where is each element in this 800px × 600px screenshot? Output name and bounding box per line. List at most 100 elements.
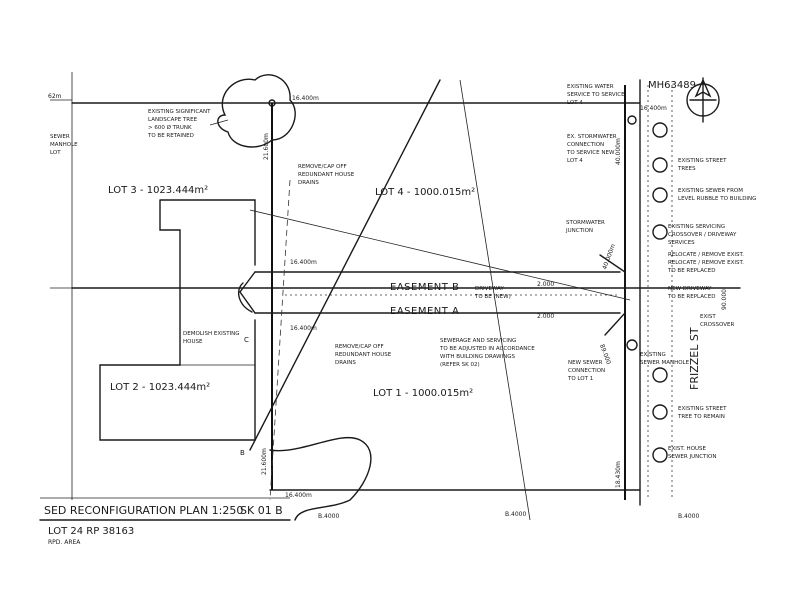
manhole-icon xyxy=(626,339,638,351)
svg-text:SEWERAGE AND SERVICING: SEWERAGE AND SERVICING xyxy=(440,338,516,344)
remove-drains-note-top: REMOVE/CAP OFF REDUNDANT HOUSE DRAINS xyxy=(298,164,355,186)
svg-text:EXISTING SERVICING: EXISTING SERVICING xyxy=(668,224,725,230)
street-tree-icon xyxy=(652,367,668,383)
dim-right-bottom: 18.430m xyxy=(615,461,622,488)
driveway-note: DRIVEWAY TO BE (NEW) xyxy=(474,286,511,300)
svg-text:NEW SEWER: NEW SEWER xyxy=(568,360,603,366)
diagonal-division-3 xyxy=(249,209,631,301)
dim-bottom-vert: 21.600m xyxy=(261,448,268,475)
svg-text:REDUNDANT HOUSE: REDUNDANT HOUSE xyxy=(335,352,392,358)
ref-mark: B.4000 xyxy=(318,513,339,520)
street-tree-icon xyxy=(652,187,668,203)
tree-note: EXISTING SIGNIFICANT LANDSCAPE TREE > 60… xyxy=(147,109,211,139)
svg-text:EXISTING WATER: EXISTING WATER xyxy=(567,84,614,90)
lot-reference-sub: RPD. AREA xyxy=(48,539,81,546)
demolish-note: DEMOLISH EXISTING HOUSE xyxy=(183,331,240,345)
svg-text:EXIST: EXIST xyxy=(700,314,716,320)
diagonal-division-1 xyxy=(249,79,441,451)
dim-bottom: 16.400m xyxy=(285,492,312,499)
svg-text:TO BE (NEW): TO BE (NEW) xyxy=(474,294,511,300)
svg-text:LOT 4: LOT 4 xyxy=(567,158,583,164)
svg-text:EX. STORMWATER: EX. STORMWATER xyxy=(567,134,617,140)
svg-text:> 600 Ø TRUNK: > 600 Ø TRUNK xyxy=(148,124,192,131)
street-tree-icon xyxy=(652,224,668,240)
svg-text:REDUNDANT HOUSE: REDUNDANT HOUSE xyxy=(298,172,355,178)
svg-text:TO BE REPLACED: TO BE REPLACED xyxy=(667,268,715,274)
dim-left-vert: 21.600m xyxy=(263,133,270,160)
stormwater-note: EX. STORMWATER CONNECTION TO SERVICE NEW… xyxy=(566,134,617,164)
street-tree-icon xyxy=(652,122,668,138)
svg-text:TO LOT 1: TO LOT 1 xyxy=(567,376,593,382)
svg-text:TREES: TREES xyxy=(677,166,696,172)
svg-text:TO BE RETAINED: TO BE RETAINED xyxy=(147,133,194,139)
street-tree-note-2: EXISTING STREET TREE TO REMAIN xyxy=(677,406,727,420)
svg-text:RELOCATE / REMOVE EXIST.: RELOCATE / REMOVE EXIST. xyxy=(668,260,744,266)
svg-text:STORMWATER: STORMWATER xyxy=(566,220,605,226)
crossover-note: EXIST CROSSOVER xyxy=(700,314,734,328)
svg-text:DRIVEWAY: DRIVEWAY xyxy=(475,286,504,292)
svg-text:EXISTING STREET: EXISTING STREET xyxy=(678,158,727,164)
svg-text:SEWER JUNCTION: SEWER JUNCTION xyxy=(668,454,716,460)
svg-text:EXISTING SEWER FROM: EXISTING SEWER FROM xyxy=(678,188,743,194)
easement-b-label: EASEMENT B xyxy=(390,282,459,293)
svg-text:SEWER: SEWER xyxy=(50,134,70,140)
driveway-arc xyxy=(237,282,253,313)
dim-top-right: 16.400m xyxy=(640,105,667,112)
ref-mark: B.4000 xyxy=(505,511,526,518)
sewer-connection-note: NEW SEWER CONNECTION TO LOT 1 xyxy=(567,360,605,382)
lot-2-label: LOT 2 - 1023.444m² xyxy=(110,382,210,393)
street-tree-icon xyxy=(652,157,668,173)
svg-text:EXISTING: EXISTING xyxy=(640,352,666,358)
water-service-note: EXISTING WATER SERVICE TO SERVICE LOT 4 xyxy=(567,84,625,106)
svg-text:(REFER SK 02): (REFER SK 02) xyxy=(440,362,480,368)
svg-text:WITH BUILDING DRAWINGS: WITH BUILDING DRAWINGS xyxy=(440,354,516,360)
lot-reference: LOT 24 RP 38163 xyxy=(48,526,134,537)
left-edge-note: SEWER MANHOLE LOT xyxy=(50,134,78,156)
svg-text:DRAINS: DRAINS xyxy=(298,180,319,186)
sewer-manhole-note: EXISTING SEWER MANHOLE xyxy=(640,352,690,366)
new-driveway-note: NEW DRIVEWAY TO BE REPLACED xyxy=(667,286,715,300)
dim-right-vert-1: 40.000m xyxy=(615,138,622,165)
tree-canopy xyxy=(217,74,296,148)
lot-1-label: LOT 1 - 1000.015m² xyxy=(373,388,473,399)
svg-text:REMOVE/CAP OFF: REMOVE/CAP OFF xyxy=(335,344,384,350)
lot-3-label: LOT 3 - 1023.444m² xyxy=(108,185,208,196)
existing-sewer-note: EXISTING SEWER FROM LEVEL RUBBLE TO BUIL… xyxy=(678,188,756,202)
ref-mark: B.4000 xyxy=(678,513,699,520)
tree-trunk-icon xyxy=(268,99,276,107)
remove-drains-note-bottom: REMOVE/CAP OFF REDUNDANT HOUSE DRAINS xyxy=(335,344,392,366)
street-tree-icon xyxy=(652,447,668,463)
easement-width-bottom: 2.000 xyxy=(537,313,554,320)
svg-text:EXISTING SIGNIFICANT: EXISTING SIGNIFICANT xyxy=(148,109,211,115)
relocate-note: RELOCATE / REMOVE EXIST. RELOCATE / REMO… xyxy=(667,252,744,274)
dim-mid-top: 16.400m xyxy=(290,259,317,266)
b-label: B xyxy=(240,449,245,457)
svg-text:TO BE ADJUSTED IN ACCORDANCE: TO BE ADJUSTED IN ACCORDANCE xyxy=(439,346,535,352)
vegetation-edge xyxy=(269,436,372,521)
sewer-line-left xyxy=(269,179,291,501)
svg-text:SEWER MANHOLE: SEWER MANHOLE xyxy=(640,360,690,366)
existing-house-outline xyxy=(99,199,256,441)
mh-reference: MH63489 xyxy=(648,80,696,91)
diagonal-division-2 xyxy=(459,79,531,521)
svg-text:LOT: LOT xyxy=(50,150,61,156)
svg-text:DRAINS: DRAINS xyxy=(335,360,356,366)
dim-mid-bottom: 16.400m xyxy=(290,325,317,332)
svg-text:LOT 4: LOT 4 xyxy=(567,100,583,106)
street-tree-note-1: EXISTING STREET TREES xyxy=(677,158,727,172)
plan-title: SED RECONFIGURATION PLAN 1:250 xyxy=(44,504,243,517)
sewerage-note: SEWERAGE AND SERVICING TO BE ADJUSTED IN… xyxy=(439,338,535,368)
house-sewer-note: EXIST. HOUSE SEWER JUNCTION xyxy=(668,446,716,460)
svg-text:JUNCTION: JUNCTION xyxy=(565,228,593,234)
easement-end xyxy=(239,271,256,314)
svg-text:DEMOLISH EXISTING: DEMOLISH EXISTING xyxy=(183,331,240,337)
easement-a-label: EASEMENT A xyxy=(390,306,459,317)
dim-left-edge: 62m xyxy=(48,93,62,100)
svg-text:SERVICES: SERVICES xyxy=(668,240,695,246)
svg-text:RELOCATE / REMOVE EXIST.: RELOCATE / REMOVE EXIST. xyxy=(668,252,744,258)
svg-text:NEW DRIVEWAY: NEW DRIVEWAY xyxy=(668,286,712,292)
lot-4-label: LOT 4 - 1000.015m² xyxy=(375,187,475,198)
svg-text:SERVICE TO SERVICE: SERVICE TO SERVICE xyxy=(567,92,625,98)
svg-text:LANDSCAPE TREE: LANDSCAPE TREE xyxy=(148,117,198,123)
